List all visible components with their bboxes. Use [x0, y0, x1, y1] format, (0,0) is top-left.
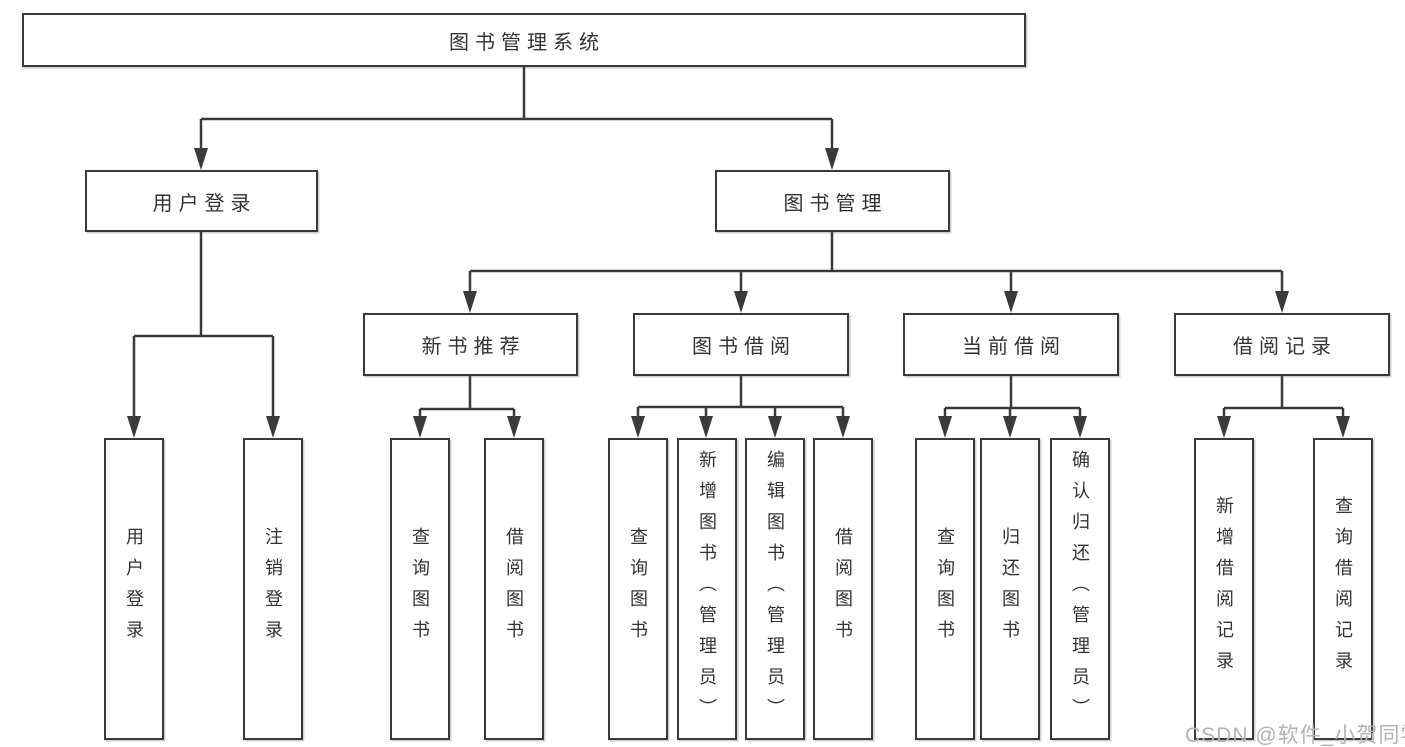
node-book-management: 图书管理 — [715, 170, 950, 232]
node-current-borrowing: 当前借阅 — [903, 313, 1119, 376]
leaf-borrow-books-recommend: 借阅图书 — [484, 438, 544, 740]
node-user-login: 用户登录 — [85, 170, 318, 232]
leaf-confirm-return-admin: 确认归还（管理员） — [1050, 438, 1110, 740]
leaf-add-borrow-record: 新增借阅记录 — [1194, 438, 1254, 740]
leaf-search-books-recommend: 查询图书 — [390, 438, 450, 740]
leaf-add-books-admin: 新增图书（管理员） — [677, 438, 737, 740]
node-book-borrowing: 图书借阅 — [633, 313, 849, 376]
node-library-management-system: 图书管理系统 — [22, 13, 1026, 67]
leaf-user-login: 用户登录 — [104, 438, 164, 740]
leaf-search-books-borrow: 查询图书 — [608, 438, 668, 740]
leaf-return-books: 归还图书 — [980, 438, 1040, 740]
leaf-edit-books-admin: 编辑图书（管理员） — [745, 438, 805, 740]
node-borrowing-records: 借阅记录 — [1174, 313, 1390, 376]
leaf-search-books-current: 查询图书 — [915, 438, 975, 740]
leaf-borrow-books: 借阅图书 — [813, 438, 873, 740]
leaf-logout: 注销登录 — [243, 438, 303, 740]
leaf-search-borrow-record: 查询借阅记录 — [1313, 438, 1373, 740]
csdn-watermark: CSDN @软件_小贺同学 — [1185, 724, 1405, 747]
node-new-book-recommendation: 新书推荐 — [363, 313, 578, 376]
